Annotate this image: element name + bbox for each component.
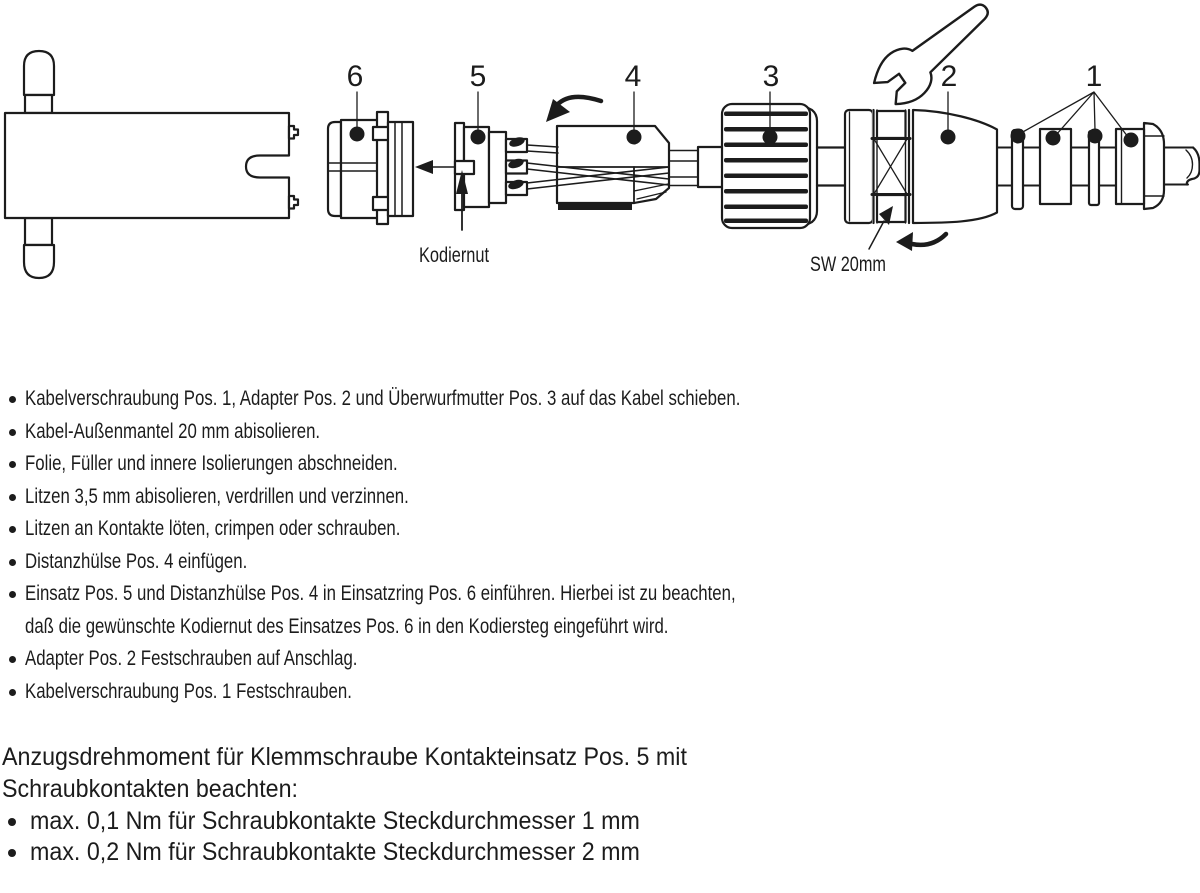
- bullet-dot: [9, 688, 16, 696]
- instruction-text: Einsatz Pos. 5 und Distanzhülse Pos. 4 i…: [25, 582, 736, 605]
- part-label-6: 6: [347, 60, 364, 93]
- instruction-text: Kabelverschraubung Pos. 1, Adapter Pos. …: [25, 387, 741, 410]
- bullet-dot: [9, 461, 16, 468]
- cable-neck: [696, 145, 725, 189]
- leader-dots: [349, 126, 1139, 148]
- bullet-dot: [9, 526, 16, 533]
- part-label-2: 2: [941, 60, 958, 93]
- torque-text: Anzugsdrehmoment für Klemmschraube Konta…: [2, 743, 687, 771]
- torque-text: max. 0,1 Nm für Schraubkontakte Steckdur…: [30, 806, 640, 835]
- instruction-text: Adapter Pos. 2 Festschrauben auf Anschla…: [25, 647, 358, 670]
- instruction-line: Kabelverschraubung Pos. 1, Adapter Pos. …: [8, 383, 919, 416]
- instruction-line: Folie, Füller und innere Isolierungen ab…: [8, 448, 919, 481]
- panel-flange-part: [3, 49, 300, 280]
- part-label-5: 5: [470, 60, 487, 93]
- wrench-size-arrow: [868, 206, 893, 250]
- kodiernut-label: Kodiernut: [419, 244, 489, 267]
- instruction-line: Einsatz Pos. 5 und Distanzhülse Pos. 4 i…: [8, 578, 919, 611]
- instruction-text: Folie, Füller und innere Isolierungen ab…: [25, 452, 398, 475]
- contact-wires: [526, 144, 670, 190]
- bullet-dot: [9, 493, 16, 501]
- instruction-text: Litzen an Kontakte löten, crimpen oder s…: [25, 517, 401, 540]
- torque-bullet-line: max. 0,1 Nm für Schraubkontakte Steckdur…: [2, 806, 738, 838]
- bullet-dot: [9, 558, 16, 566]
- part-label-1: 1: [1086, 60, 1103, 93]
- assembly-instructions: Kabelverschraubung Pos. 1, Adapter Pos. …: [8, 383, 919, 708]
- torque-heading-line: Anzugsdrehmoment für Klemmschraube Konta…: [2, 742, 738, 774]
- instruction-line: Litzen an Kontakte löten, crimpen oder s…: [8, 513, 919, 546]
- bullet-dot: [9, 591, 16, 598]
- part-3-coupling-nut: [720, 102, 819, 230]
- rotation-arrow-adapter: [896, 231, 949, 251]
- instruction-line: Adapter Pos. 2 Festschrauben auf Anschla…: [8, 643, 919, 676]
- bullet-dot: [9, 428, 16, 436]
- instruction-text: Litzen 3,5 mm abisolieren, verdrillen un…: [25, 484, 409, 508]
- torque-text: Schraubkontakten beachten:: [2, 774, 299, 803]
- instruction-line: Distanzhülse Pos. 4 einfügen.: [8, 546, 919, 579]
- part-4-distance-sleeve: [555, 124, 671, 210]
- kodiernut-arrow: [456, 170, 468, 231]
- torque-bullet-line: max. 0,2 Nm für Schraubkontakte Steckdur…: [2, 837, 738, 869]
- solder-blobs: [508, 137, 525, 190]
- part-label-3: 3: [763, 60, 780, 93]
- bullet-dot: [8, 849, 16, 858]
- instruction-line: Kabelverschraubung Pos. 1 Festschrauben.: [8, 676, 919, 709]
- instruction-text: Kabel-Außenmantel 20 mm abisolieren.: [25, 419, 321, 443]
- rotation-arrow-sleeve: [546, 94, 604, 122]
- part-6-insert-ring: [326, 110, 415, 226]
- bullet-dot: [9, 396, 16, 403]
- instruction-text: Kabelverschraubung Pos. 1 Festschrauben.: [25, 679, 352, 703]
- wrench-size-label: SW 20mm: [810, 253, 886, 276]
- torque-text: max. 0,2 Nm für Schraubkontakte Steckdur…: [30, 838, 640, 867]
- instruction-line: Kabel-Außenmantel 20 mm abisolieren.: [8, 416, 919, 449]
- bullet-dot: [9, 656, 16, 663]
- leader-lines: [356, 91, 1129, 138]
- assembly-diagram: 6 5 4 3 2 1 Kodiernut SW 20mm: [0, 0, 1200, 305]
- instruction-text: Distanzhülse Pos. 4 einfügen.: [25, 549, 248, 573]
- torque-note: Anzugsdrehmoment für Klemmschraube Konta…: [2, 742, 738, 869]
- wire-bundle: [668, 149, 699, 187]
- part-label-4: 4: [625, 60, 642, 93]
- wrench-icon: [872, 3, 989, 106]
- instruction-line-continued: daß die gewünschte Kodiernut des Einsatz…: [8, 611, 919, 644]
- part-2-adapter: [843, 108, 999, 225]
- torque-heading-line: Schraubkontakten beachten:: [2, 774, 738, 806]
- bullet-dot: [8, 817, 16, 826]
- instruction-line: Litzen 3,5 mm abisolieren, verdrillen un…: [8, 481, 919, 514]
- insert-direction-arrow: [415, 160, 457, 174]
- instruction-text: daß die gewünschte Kodiernut des Einsatz…: [25, 614, 669, 638]
